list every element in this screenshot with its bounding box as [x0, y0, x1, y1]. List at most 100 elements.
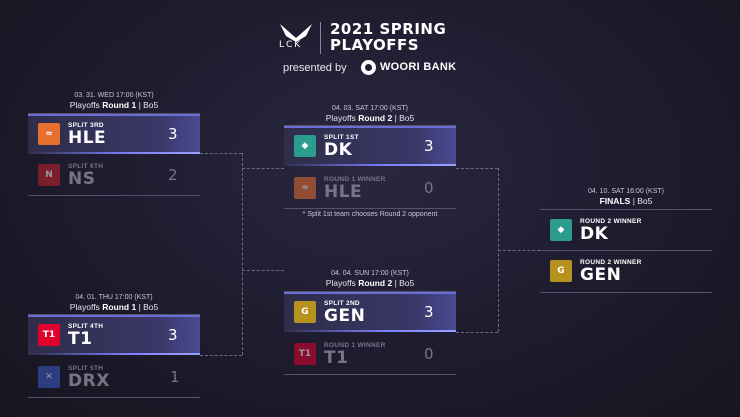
match-header-r1m2: 04. 01. THU 17:00 (KST) Playoffs Round 1… — [28, 293, 200, 313]
team-name: GEN — [580, 265, 622, 285]
match-datetime: 04. 01. THU 17:00 (KST) — [75, 294, 153, 301]
team-row-gen[interactable]: G SPLIT 2ND GEN 3 — [284, 292, 456, 332]
divider — [284, 125, 456, 126]
title-line-1: 2021 SPRING — [330, 20, 447, 38]
divider — [28, 314, 200, 315]
match-header-finals: 04. 10. SAT 16:00 (KST) FINALS | Bo5 — [540, 187, 712, 207]
bracket-connector — [456, 332, 498, 333]
presented-by-label: presented by — [283, 62, 347, 74]
bracket-connector — [242, 168, 284, 169]
divider — [28, 397, 200, 398]
team-name: DK — [580, 224, 609, 244]
team-name: T1 — [324, 348, 349, 368]
bracket-connector — [200, 153, 242, 154]
match-datetime: 04. 10. SAT 16:00 (KST) — [587, 188, 664, 195]
gen-g-logo-icon: G — [294, 301, 316, 323]
round-prefix: Playoffs — [325, 113, 356, 123]
divider — [540, 292, 712, 293]
round-name: Round 2 — [358, 278, 393, 288]
t1-logo-icon: T1 — [38, 324, 60, 346]
team-score: 3 — [424, 137, 434, 155]
divider — [284, 208, 456, 209]
round-name: FINALS — [599, 196, 631, 206]
damwon-kia-logo-icon: ◆ — [294, 135, 316, 157]
drx-logo-icon: ✕ — [38, 366, 60, 388]
bracket-connector — [456, 168, 498, 169]
team-name: DK — [324, 140, 353, 160]
page-title: 2021 SPRING PLAYOFFS — [330, 21, 446, 53]
team-seed: SPLIT 1ST — [324, 134, 359, 141]
team-seed: ROUND 2 WINNER — [580, 218, 642, 225]
team-name: HLE — [68, 128, 107, 148]
team-seed: SPLIT 3RD — [68, 122, 104, 129]
team-seed: ROUND 1 WINNER — [324, 176, 386, 183]
team-score: 3 — [168, 326, 178, 344]
round2-note: * Split 1st team chooses Round 2 opponen… — [302, 211, 438, 218]
round-prefix: Playoffs — [325, 278, 356, 288]
bracket-connector — [498, 250, 540, 251]
divider — [540, 250, 712, 251]
divider — [540, 209, 712, 210]
round-name: Round 1 — [102, 100, 137, 110]
team-row-t1[interactable]: T1 SPLIT 4TH T1 3 — [28, 315, 200, 355]
title-line-2: PLAYOFFS — [330, 36, 420, 54]
match-format: | Bo5 — [138, 100, 159, 110]
match-header-r2m2: 04. 04. SUN 17:00 (KST) Playoffs Round 2… — [284, 269, 456, 289]
round-name: Round 2 — [358, 113, 393, 123]
team-row-ns[interactable]: N SPLIT 6TH NS 2 — [28, 155, 200, 195]
divider — [28, 195, 200, 196]
match-datetime: 03. 31. WED 17:00 (KST) — [74, 92, 154, 99]
divider — [284, 374, 456, 375]
nongshim-logo-icon: N — [38, 164, 60, 186]
bracket-connector — [242, 153, 243, 355]
team-name: NS — [68, 169, 96, 189]
team-row-gen[interactable]: G ROUND 2 WINNER GEN — [540, 251, 712, 291]
match-format: | Bo5 — [138, 302, 159, 312]
team-row-hle[interactable]: ≈ SPLIT 3RD HLE 3 — [28, 114, 200, 154]
team-score: 2 — [168, 166, 178, 184]
bracket-connector — [242, 270, 284, 271]
match-datetime: 04. 03. SAT 17:00 (KST) — [331, 105, 408, 112]
round-prefix: Playoffs — [69, 100, 100, 110]
match-format: | Bo5 — [394, 113, 415, 123]
team-row-dk[interactable]: ◆ ROUND 2 WINNER DK — [540, 210, 712, 250]
lck-wings-icon — [280, 24, 312, 42]
sponsor-name: WOORI BANK — [380, 61, 457, 73]
team-seed: SPLIT 2ND — [324, 300, 360, 307]
team-row-drx[interactable]: ✕ SPLIT 5TH DRX 1 — [28, 357, 200, 397]
team-score: 0 — [424, 345, 434, 363]
lck-logo-text: LCK — [279, 40, 303, 50]
team-score: 0 — [424, 179, 434, 197]
t1-logo-icon: T1 — [294, 343, 316, 365]
team-seed: SPLIT 6TH — [68, 163, 104, 170]
team-name: T1 — [68, 329, 93, 349]
round-prefix: Playoffs — [69, 302, 100, 312]
team-seed: SPLIT 4TH — [68, 323, 104, 330]
header-divider — [320, 22, 321, 54]
team-row-t1[interactable]: T1 ROUND 1 WINNER T1 0 — [284, 334, 456, 374]
team-row-dk[interactable]: ◆ SPLIT 1ST DK 3 — [284, 126, 456, 166]
hanwha-life-logo-icon: ≈ — [294, 177, 316, 199]
bracket-connector — [200, 355, 242, 356]
round-name: Round 1 — [102, 302, 137, 312]
damwon-kia-logo-icon: ◆ — [550, 219, 572, 241]
gen-g-logo-icon: G — [550, 260, 572, 282]
team-score: 1 — [170, 368, 180, 386]
match-datetime: 04. 04. SUN 17:00 (KST) — [331, 270, 409, 277]
team-seed: ROUND 2 WINNER — [580, 259, 642, 266]
match-format: | Bo5 — [632, 196, 653, 206]
team-seed: SPLIT 5TH — [68, 365, 104, 372]
team-row-hle[interactable]: ≈ ROUND 1 WINNER HLE 0 — [284, 168, 456, 208]
team-score: 3 — [424, 303, 434, 321]
hanwha-life-logo-icon: ≈ — [38, 123, 60, 145]
team-name: GEN — [324, 306, 366, 326]
team-seed: ROUND 1 WINNER — [324, 342, 386, 349]
team-score: 3 — [168, 125, 178, 143]
match-header-r1m1: 03. 31. WED 17:00 (KST) Playoffs Round 1… — [28, 91, 200, 111]
team-name: DRX — [68, 371, 110, 391]
woori-bank-icon — [361, 60, 376, 75]
divider — [284, 291, 456, 292]
match-format: | Bo5 — [394, 278, 415, 288]
divider — [28, 113, 200, 114]
team-name: HLE — [324, 182, 363, 202]
